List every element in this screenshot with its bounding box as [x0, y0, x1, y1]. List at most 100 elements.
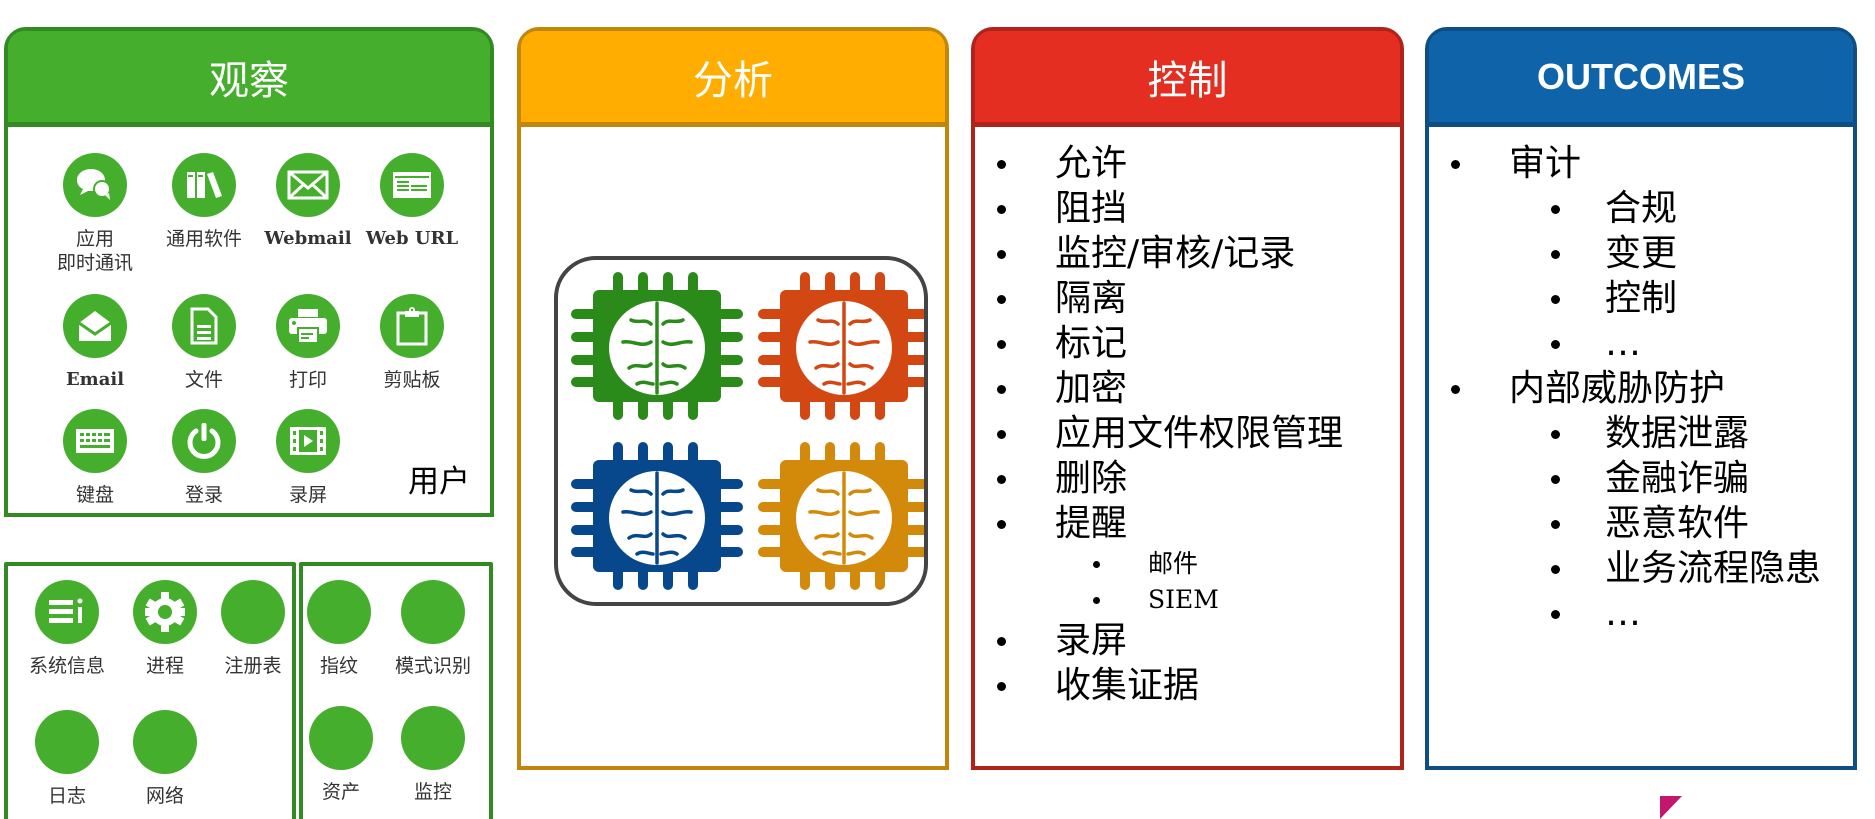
- item-label: Email: [65, 369, 125, 390]
- envelope-icon: [276, 153, 340, 217]
- video-film-icon: [276, 409, 340, 473]
- list-subitem: …: [1429, 591, 1853, 636]
- item-assets: 资产: [291, 706, 391, 804]
- bullet-icon: [1093, 561, 1100, 568]
- list-subitem: 变更: [1429, 231, 1853, 276]
- document-icon: [172, 294, 236, 358]
- observe-header: 观察: [8, 31, 490, 127]
- keyboard-icon: [63, 409, 127, 473]
- bullet-icon: [997, 385, 1006, 394]
- item-login: 登录: [149, 409, 259, 507]
- list-item: 应用文件权限管理: [975, 411, 1400, 456]
- item-keyboard: 键盘: [40, 409, 150, 507]
- user-section-label: 用户: [408, 464, 470, 500]
- item-label: 进程: [145, 655, 184, 677]
- blank-circle-icon: [401, 580, 465, 644]
- item-print: 打印: [253, 294, 363, 392]
- browser-window-icon: [380, 153, 444, 217]
- bullet-icon: [997, 160, 1006, 169]
- system-sources-box: 系统信息 进程 注册表 日志 网络: [4, 562, 296, 819]
- bullet-icon: [1551, 250, 1560, 259]
- item-label: 模式识别: [394, 655, 471, 677]
- item-label: 键盘: [75, 484, 114, 506]
- item-fingerprint: 指纹: [289, 580, 389, 678]
- item-clipboard: 剪贴板: [357, 294, 467, 392]
- device-sources-box: 指纹 模式识别 资产 监控: [299, 562, 493, 819]
- bullet-icon: [997, 682, 1006, 691]
- bullet-icon: [1551, 520, 1560, 529]
- list-subitem: SIEM: [975, 582, 1400, 618]
- books-icon: [172, 153, 236, 217]
- list-subitem: 恶意软件: [1429, 501, 1853, 546]
- bullet-icon: [1551, 295, 1560, 304]
- bullet-icon: [997, 475, 1006, 484]
- control-panel: 控制 允许 阻挡 监控/审核/记录 隔离 标记 加密 应用文件权限管理 删除 提…: [971, 27, 1404, 770]
- list-subitem: …: [1429, 321, 1853, 366]
- item-label: 资产: [321, 781, 360, 803]
- item-label: 监控: [413, 781, 452, 803]
- item-label: 剪贴板: [383, 369, 441, 391]
- item-label: 注册表: [224, 655, 282, 677]
- item-network: 网络: [109, 710, 221, 808]
- item-file: 文件: [149, 294, 259, 392]
- bullet-icon: [997, 205, 1006, 214]
- clipboard-icon: [380, 294, 444, 358]
- item-label: 指纹: [319, 655, 358, 677]
- item-webmail: Webmail: [253, 153, 363, 251]
- item-pattern-recognition: 模式识别: [379, 580, 487, 678]
- list-subitem: 合规: [1429, 186, 1853, 231]
- analyze-panel: 分析: [517, 27, 949, 770]
- bullet-icon: [1551, 610, 1560, 619]
- item-label: 网络: [145, 785, 184, 807]
- bullet-icon: [997, 250, 1006, 259]
- open-envelope-icon: [63, 294, 127, 358]
- chat-bubbles-icon: [63, 153, 127, 217]
- list-item: 内部威胁防护: [1429, 366, 1853, 411]
- blank-circle-icon: [133, 710, 197, 774]
- item-app-im: 应用 即时通讯: [40, 153, 150, 275]
- list-item: 收集证据: [975, 663, 1400, 708]
- item-screen-record: 录屏: [253, 409, 363, 507]
- item-label: 通用软件: [165, 228, 242, 250]
- item-label: 录屏: [288, 484, 327, 506]
- list-item: 阻挡: [975, 186, 1400, 231]
- bullet-icon: [997, 295, 1006, 304]
- bullet-icon: [1551, 430, 1560, 439]
- item-general-software: 通用软件: [149, 153, 259, 251]
- list-item: 允许: [975, 141, 1400, 186]
- item-label: 登录: [184, 484, 223, 506]
- blank-circle-icon: [307, 580, 371, 644]
- decorative-triangle-icon: [1660, 796, 1682, 819]
- list-subitem: 数据泄露: [1429, 411, 1853, 456]
- item-email: Email: [40, 294, 150, 392]
- item-label: Web URL: [365, 228, 459, 249]
- list-item: 加密: [975, 366, 1400, 411]
- item-web-url: Web URL: [357, 153, 467, 251]
- outcomes-header: OUTCOMES: [1429, 31, 1853, 127]
- bullet-icon: [997, 637, 1006, 646]
- item-label: 日志: [47, 785, 86, 807]
- observe-panel: 观察 应用 即时通讯 通用软件 Webmail Web URL Email: [4, 27, 494, 517]
- item-label: 应用 即时通讯: [56, 228, 133, 274]
- item-label: 打印: [288, 369, 327, 391]
- list-subitem: 控制: [1429, 276, 1853, 321]
- list-item: 审计: [1429, 141, 1853, 186]
- control-list: 允许 阻挡 监控/审核/记录 隔离 标记 加密 应用文件权限管理 删除 提醒 邮…: [975, 141, 1400, 708]
- brain-chip-icon: [571, 272, 930, 590]
- item-monitoring: 监控: [379, 706, 487, 804]
- bullet-icon: [1451, 385, 1460, 394]
- list-item: 标记: [975, 321, 1400, 366]
- list-item: 删除: [975, 456, 1400, 501]
- brain-chips-image: [554, 256, 930, 606]
- bullet-icon: [1451, 160, 1460, 169]
- blank-circle-icon: [221, 580, 285, 644]
- bullet-icon: [1093, 597, 1100, 604]
- bullet-icon: [1551, 340, 1560, 349]
- list-item: 提醒: [975, 501, 1400, 546]
- gear-icon: [133, 580, 197, 644]
- system-info-icon: [35, 580, 99, 644]
- printer-icon: [276, 294, 340, 358]
- bullet-icon: [1551, 475, 1560, 484]
- blank-circle-icon: [309, 706, 373, 770]
- bullet-icon: [1551, 205, 1560, 214]
